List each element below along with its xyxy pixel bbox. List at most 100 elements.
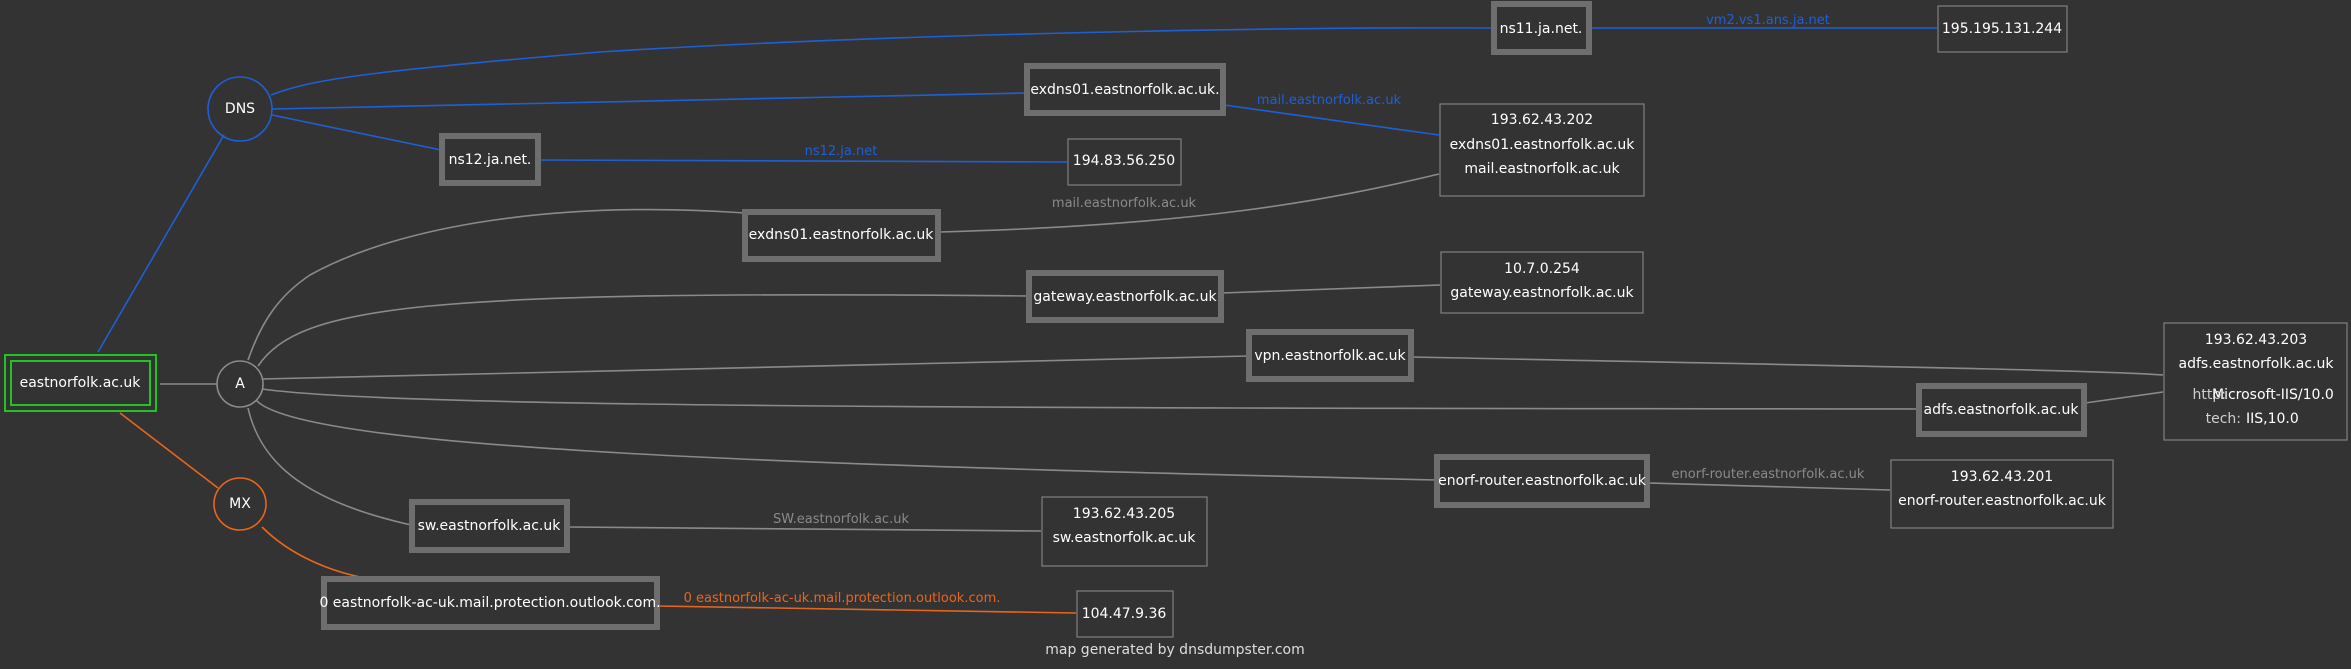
ip-mail-box: [1439, 103, 1645, 197]
edge-a-exdns-a: [247, 208, 746, 361]
ip-adfs-tech-value: IIS,10.0: [2246, 411, 2299, 427]
edge-ns12-ip: [538, 159, 1068, 163]
edge-label-enorf: enorf-router.eastnorfolk.ac.uk: [1672, 467, 1865, 482]
host-ns11-box: [1491, 1, 1592, 55]
root-node[interactable]: eastnorfolk.ac.uk: [4, 354, 157, 412]
ip-ns12-line1: 194.83.56.250: [1073, 153, 1175, 169]
edge-label-ns11: vm2.vs1.ans.ja.net: [1706, 13, 1830, 28]
host-node-vpn[interactable]: vpn.eastnorfolk.ac.uk: [1246, 329, 1414, 382]
edge-root-mx: [119, 412, 219, 489]
root-label: eastnorfolk.ac.uk: [20, 375, 142, 391]
ip-sw-box: [1041, 496, 1208, 567]
host-adfs-label: adfs.eastnorfolk.ac.uk: [1924, 402, 2080, 418]
edge-labels: vm2.vs1.ans.ja.net mail.eastnorfolk.ac.u…: [684, 13, 1865, 606]
host-node-ns12[interactable]: ns12.ja.net.: [439, 133, 541, 186]
ip-mx-line1: 104.47.9.36: [1082, 606, 1167, 622]
host-exdns-mx-box: [1024, 63, 1226, 116]
ip-node-adfs[interactable]: 193.62.43.203 adfs.eastnorfolk.ac.uk htt…: [2163, 322, 2348, 441]
edge-gateway-ip: [1221, 284, 1441, 294]
edge-label-exdns-a: mail.eastnorfolk.ac.uk: [1052, 196, 1197, 211]
edges: [97, 27, 2164, 614]
edge-a-vpn: [261, 355, 1249, 380]
host-node-mx[interactable]: 0 eastnorfolk-ac-uk.mail.protection.outl…: [319, 576, 661, 630]
host-sw-box: [409, 499, 570, 553]
ip-node-enorf[interactable]: 193.62.43.201 enorf-router.eastnorfolk.a…: [1890, 459, 2114, 529]
ip-gateway-line1: 10.7.0.254: [1504, 261, 1580, 277]
edge-adfs-ip: [2084, 391, 2164, 404]
host-node-exdns-mx[interactable]: exdns01.eastnorfolk.ac.uk.: [1024, 63, 1226, 116]
ip-node-ns12[interactable]: 194.83.56.250: [1067, 138, 1182, 186]
host-ns12-label: ns12.ja.net.: [449, 152, 532, 168]
host-adfs-box: [1916, 383, 2087, 437]
ip-ns11-box: [1937, 5, 2068, 53]
group-dns[interactable]: DNS: [207, 76, 273, 142]
ip-enorf-box: [1890, 459, 2114, 529]
ip-adfs-line2: adfs.eastnorfolk.ac.uk: [2179, 356, 2335, 372]
group-dns-label: DNS: [225, 101, 255, 117]
edge-label-mx: 0 eastnorfolk-ac-uk.mail.protection.outl…: [684, 591, 1001, 606]
group-a-label: A: [235, 376, 245, 392]
ip-node-mx[interactable]: 104.47.9.36: [1076, 590, 1174, 638]
edge-a-gateway: [257, 293, 1030, 367]
host-node-enorf[interactable]: enorf-router.eastnorfolk.ac.uk: [1434, 454, 1650, 508]
host-exdns-a-box: [742, 209, 941, 262]
ip-gateway-line2: gateway.eastnorfolk.ac.uk: [1450, 285, 1634, 301]
ip-node-gateway[interactable]: 10.7.0.254 gateway.eastnorfolk.ac.uk: [1440, 251, 1644, 314]
host-exdns-mx-label: exdns01.eastnorfolk.ac.uk.: [1030, 82, 1219, 98]
host-vpn-label: vpn.eastnorfolk.ac.uk: [1254, 348, 1406, 364]
host-enorf-box: [1434, 454, 1650, 508]
ip-enorf-line1: 193.62.43.201: [1951, 469, 2053, 485]
ip-sw-line2: sw.eastnorfolk.ac.uk: [1053, 530, 1197, 546]
edge-enorf-ip: [1647, 482, 1891, 491]
ip-node-ns11[interactable]: 195.195.131.244: [1937, 5, 2068, 53]
host-node-sw[interactable]: sw.eastnorfolk.ac.uk: [409, 499, 570, 553]
root-inner-border: [10, 360, 151, 406]
host-vpn-box: [1246, 329, 1414, 382]
edge-a-adfs: [261, 388, 1919, 410]
edge-mx-host: [261, 526, 371, 580]
edge-vpn-ip: [1411, 356, 2164, 376]
edge-exdns-a-ip: [938, 173, 1440, 233]
host-node-gateway[interactable]: gateway.eastnorfolk.ac.uk: [1026, 270, 1224, 323]
group-a[interactable]: A: [216, 360, 264, 408]
host-gateway-label: gateway.eastnorfolk.ac.uk: [1033, 289, 1217, 305]
ip-node-sw[interactable]: 193.62.43.205 sw.eastnorfolk.ac.uk: [1041, 496, 1208, 567]
ip-gateway-box: [1440, 251, 1644, 314]
edge-root-dns: [97, 134, 225, 353]
edge-label-exdns-mx: mail.eastnorfolk.ac.uk: [1257, 93, 1402, 108]
edge-sw-ip: [567, 526, 1042, 532]
host-ns12-box: [439, 133, 541, 186]
edge-label-ns12: ns12.ja.net: [805, 144, 878, 159]
edge-dns-ns11: [270, 27, 1494, 96]
ip-sw-line1: 193.62.43.205: [1073, 506, 1175, 522]
ip-adfs-http-value: Microsoft-IIS/10.0: [2212, 387, 2334, 403]
host-exdns-a-label: exdns01.eastnorfolk.ac.uk: [749, 227, 935, 243]
ip-adfs-http-label: http:: [2193, 387, 2226, 403]
edge-dns-ns12: [271, 114, 442, 151]
host-node-exdns-a[interactable]: exdns01.eastnorfolk.ac.uk: [742, 209, 941, 262]
ip-mail-line3: mail.eastnorfolk.ac.uk: [1464, 161, 1620, 177]
group-mx-circle: [213, 477, 267, 531]
footer-credit: map generated by dnsdumpster.com: [1045, 642, 1305, 658]
ip-mail-line1: 193.62.43.202: [1491, 112, 1593, 128]
group-mx-label: MX: [229, 496, 251, 512]
host-sw-label: sw.eastnorfolk.ac.uk: [418, 518, 562, 534]
host-node-adfs[interactable]: adfs.eastnorfolk.ac.uk: [1916, 383, 2087, 437]
ip-enorf-line2: enorf-router.eastnorfolk.ac.uk: [1898, 493, 2107, 509]
ip-adfs-tech-label: tech:: [2206, 411, 2241, 427]
edge-label-sw: SW.eastnorfolk.ac.uk: [773, 512, 909, 527]
host-enorf-label: enorf-router.eastnorfolk.ac.uk: [1438, 473, 1647, 489]
host-node-ns11[interactable]: ns11.ja.net.: [1491, 1, 1592, 55]
ip-mail-line2: exdns01.eastnorfolk.ac.uk: [1450, 137, 1636, 153]
ip-node-mail[interactable]: 193.62.43.202 exdns01.eastnorfolk.ac.uk …: [1439, 103, 1645, 197]
edge-a-enorf: [255, 399, 1437, 481]
ip-adfs-line1: 193.62.43.203: [2205, 332, 2307, 348]
ip-ns12-box: [1067, 138, 1182, 186]
edge-mx-host-ip: [656, 605, 1077, 614]
host-mx-box: [321, 576, 660, 630]
group-a-circle: [216, 360, 264, 408]
host-ns11-label: ns11.ja.net.: [1500, 21, 1583, 37]
group-mx[interactable]: MX: [213, 477, 267, 531]
edge-exdns-mx-ip: [1223, 104, 1440, 136]
